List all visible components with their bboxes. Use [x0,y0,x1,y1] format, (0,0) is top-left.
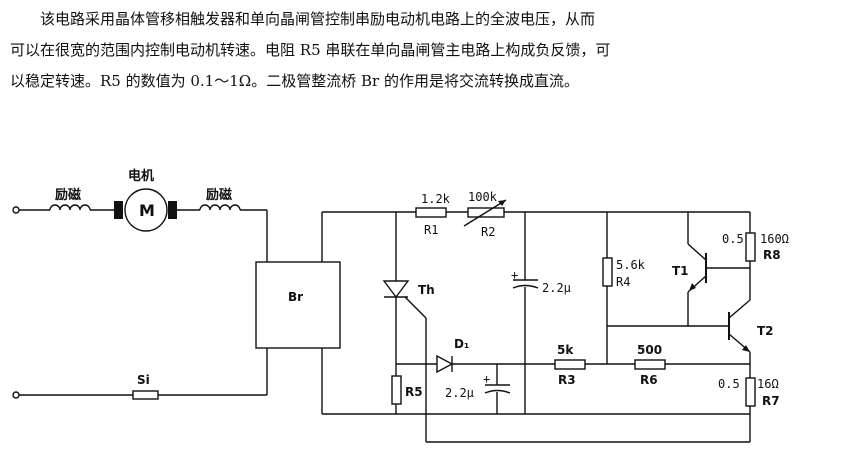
r3-value: 5k [557,343,574,357]
diode-d1 [436,354,454,374]
diode-label: D₁ [454,337,469,351]
capacitor-c2: + [483,364,511,414]
capacitor-c1: + [511,212,539,414]
bridge-rectifier [255,261,341,349]
r2-value: 100k [468,190,498,204]
description-line: 以稳定转速。R5 的数值为 0.1～1Ω。二极管整流桥 Br 的作用是将交流转换… [10,72,579,90]
r4-name: R4 [616,275,630,289]
r6-value: 500 [637,343,662,357]
r7-name: R7 [762,394,780,408]
motor-title: 电机 [128,168,154,184]
input-terminal-bottom [12,391,20,399]
c2-value: 2.2μ [445,386,474,400]
motor: M [114,188,177,232]
r8-value-a: 0.5 [722,232,744,246]
svg-text:+: + [483,372,490,386]
r8-name: R8 [763,248,781,262]
r8-value-b: 160Ω [760,232,789,246]
transistor-t2 [728,268,751,364]
field-coil-left [19,204,117,211]
bridge-label: Br [288,290,303,304]
description-line: 该电路采用晶体管移相触发器和单向晶闸管控制串励电动机电路上的全波电压，从而 [40,10,596,28]
r5-name: R5 [405,385,423,399]
resistor-r8 [745,232,756,262]
field-coil-left-label: 励磁 [55,187,81,203]
r1-name: R1 [424,223,438,237]
r2-name: R2 [481,225,495,239]
field-coil-right-label: 励磁 [206,187,232,203]
resistor-r7 [745,377,756,407]
switch-label: Si [137,373,150,387]
description-paragraph: 该电路采用晶体管移相触发器和单向晶闸管控制串励电动机电路上的全波电压，从而 可以… [10,4,855,97]
r4-value: 5.6k [616,258,646,272]
t1-label: T1 [672,264,689,278]
resistor-r5 [391,375,402,405]
input-terminal-top [12,206,20,214]
r3-name: R3 [558,373,576,387]
motor-symbol: M [139,201,155,220]
t2-label: T2 [757,324,774,338]
r7-value-b: 16Ω [757,377,779,391]
resistor-r6 [634,359,666,370]
resistor-r1 [415,207,447,218]
r6-name: R6 [640,373,658,387]
field-coil-right [177,204,268,262]
r1-value: 1.2k [421,192,451,206]
thyristor-label: Th [418,283,435,297]
svg-text:+: + [511,268,518,282]
description-line: 可以在很宽的范围内控制电动机转速。电阻 R5 串联在单向晶闸管主电路上构成负反馈… [10,41,611,59]
transistor-t1 [687,212,750,326]
resistor-r3 [554,359,586,370]
c1-value: 2.2μ [542,281,571,295]
r7-value-a: 0.5 [718,377,740,391]
resistor-r4 [602,257,613,287]
switch-si [19,348,268,400]
